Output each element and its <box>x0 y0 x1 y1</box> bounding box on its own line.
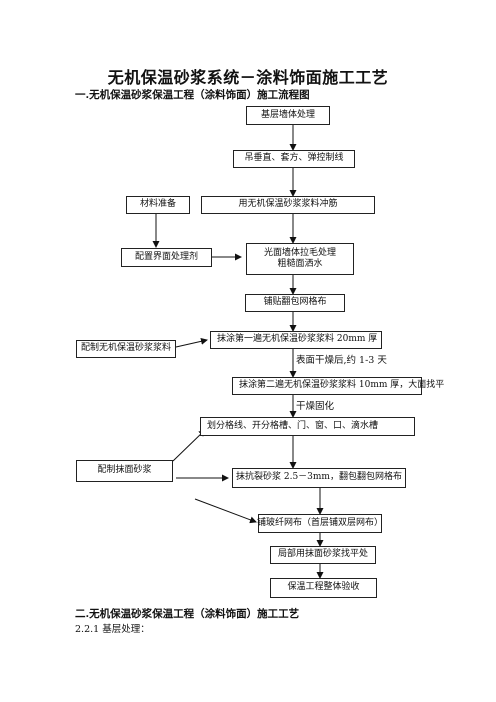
step-dividing-grooves: 划分格线、开分格槽、门、窗、口、滴水槽 <box>200 417 415 436</box>
section-heading-2: 二.无机保温砂浆保温工程（涂料饰面）施工工艺 <box>75 608 300 620</box>
side-material-prep: 材料准备 <box>126 196 190 214</box>
step-crack-mortar: 抹抗裂砂浆 2.5－3mm，翻包翻包网格布 <box>232 468 406 488</box>
side-mortar-slurry: 配制无机保温砂浆浆料 <box>76 340 176 358</box>
side-interface-agent: 配置界面处理剂 <box>121 248 212 267</box>
step-local-leveling: 局部用抹面砂浆找平处 <box>270 546 376 564</box>
step-mesh-wrap: 铺贴翻包网格布 <box>245 294 345 312</box>
step-roughen-line-2: 粗糙面洒水 <box>277 259 323 269</box>
note-dry-cure: 干燥固化 <box>296 401 335 412</box>
arrow-side-3 <box>175 337 208 348</box>
paragraph-base-treatment: 2.2.1 基层处理： <box>75 624 150 635</box>
step-first-coat: 抹涂第一遍无机保温砂浆浆料 20mm 厚 <box>210 331 382 349</box>
step-second-coat: 抹涂第二遍无机保温砂浆浆料 10mm 厚，大面找平 <box>232 377 444 395</box>
step-roughen-line-1: 光面墙体拉毛处理 <box>263 247 336 258</box>
step-final-acceptance: 保温工程整体验收 <box>270 578 377 598</box>
step-screed-ribs: 用无机保温砂浆浆料冲筋 <box>201 196 375 214</box>
step-plumb-line: 吊垂直、套方、弹控制线 <box>233 150 355 168</box>
note-dry-days: 表面干燥后,约 1-3 天 <box>296 355 387 366</box>
step-fiberglass-mesh: 铺玻纤网布（首层铺双层网布） <box>257 514 383 533</box>
step-roughen-wall: 光面墙体拉毛处理 粗糙面洒水 <box>246 243 354 275</box>
arrow-side-4 <box>172 429 206 462</box>
step-base-wall: 基层墙体处理 <box>246 106 330 125</box>
arrow-side-6 <box>194 498 257 524</box>
side-plaster-mortar: 配制抹面砂浆 <box>76 460 173 482</box>
document-title: 无机保温砂浆系统－涂料饰面施工工艺 <box>107 68 389 87</box>
section-heading-1: 一.无机保温砂浆保温工程（涂料饰面）施工流程图 <box>75 89 310 101</box>
